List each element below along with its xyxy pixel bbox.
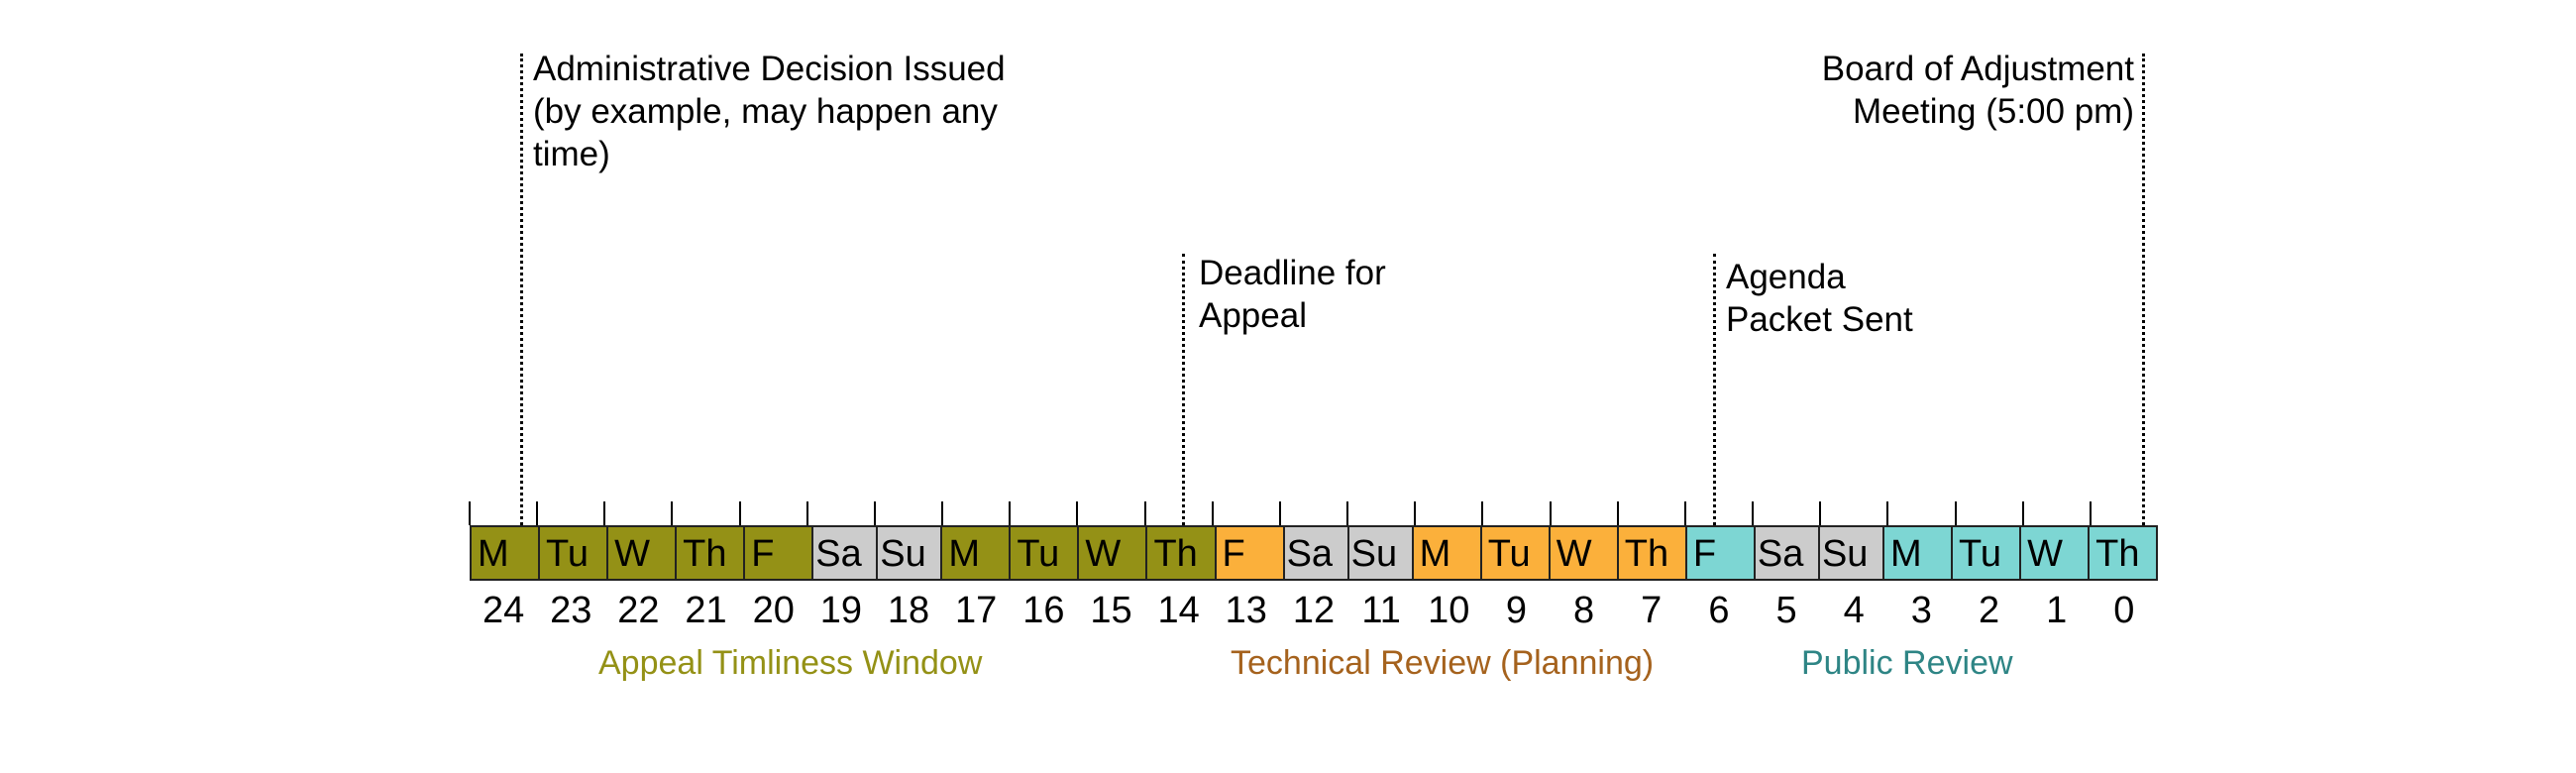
day-tick xyxy=(805,501,808,525)
day-cell: W xyxy=(606,527,676,579)
admin-decision-line-2: (by example, may happen any xyxy=(533,92,998,131)
day-tick xyxy=(1819,501,1822,525)
days-remaining-number: 20 xyxy=(752,590,795,631)
appeal-deadline-label: Deadline for Appeal xyxy=(1199,252,1386,337)
days-remaining-number: 16 xyxy=(1022,590,1065,631)
day-tick xyxy=(1549,501,1552,525)
admin-decision-line-1: Administrative Decision Issued xyxy=(533,50,1006,88)
days-remaining-number: 22 xyxy=(617,590,660,631)
appeal-window-label: Appeal Timliness Window xyxy=(598,644,983,682)
day-tick xyxy=(1414,501,1417,525)
days-remaining-number: 7 xyxy=(1641,590,1663,631)
days-remaining-number: 5 xyxy=(1775,590,1797,631)
days-remaining-number: 1 xyxy=(2046,590,2068,631)
day-cell: M xyxy=(1411,527,1480,579)
board-meeting-label: Board of Adjustment Meeting (5:00 pm) xyxy=(1822,48,2134,133)
day-tick xyxy=(671,501,674,525)
day-cell: Th xyxy=(1145,527,1215,579)
day-tick xyxy=(469,501,471,525)
day-tick xyxy=(1278,501,1281,525)
appeal-deadline-line-2: Appeal xyxy=(1199,296,1307,335)
day-tick xyxy=(1481,501,1484,525)
day-cell: F xyxy=(1214,527,1283,579)
days-remaining-number: 9 xyxy=(1505,590,1527,631)
agenda-packet-line-1: Agenda xyxy=(1726,258,1846,296)
day-tick xyxy=(1076,501,1079,525)
day-cell: M xyxy=(940,527,1010,579)
day-tick xyxy=(1346,501,1349,525)
days-remaining-number: 21 xyxy=(685,590,727,631)
agenda-packet-marker-line xyxy=(1713,254,1716,525)
day-cell: Sa xyxy=(811,527,877,579)
day-cell: Tu xyxy=(1479,527,1549,579)
day-tick xyxy=(941,501,944,525)
day-cell: M xyxy=(472,527,539,579)
board-meeting-line-1: Board of Adjustment xyxy=(1821,50,2134,88)
public-review-label: Public Review xyxy=(1801,644,2013,682)
day-cell: F xyxy=(1684,527,1754,579)
day-tick xyxy=(1886,501,1889,525)
technical-review-label: Technical Review (Planning) xyxy=(1231,644,1655,682)
days-remaining-number: 12 xyxy=(1292,590,1336,631)
day-cell: Tu xyxy=(1951,527,2020,579)
day-tick xyxy=(1683,501,1686,525)
day-cell: Tu xyxy=(538,527,607,579)
agenda-packet-label: Agenda Packet Sent xyxy=(1726,256,1913,341)
day-tick xyxy=(1211,501,1214,525)
board-meeting-line-2: Meeting (5:00 pm) xyxy=(1852,92,2134,131)
days-remaining-number: 3 xyxy=(1910,590,1932,631)
day-tick xyxy=(2089,501,2092,525)
day-tick xyxy=(1143,501,1146,525)
days-remaining-number: 11 xyxy=(1361,590,1401,631)
day-cell: Su xyxy=(1346,527,1412,579)
day-tick xyxy=(738,501,741,525)
day-cell: Th xyxy=(1616,527,1685,579)
day-cell: Su xyxy=(1817,527,1882,579)
agenda-packet-line-2: Packet Sent xyxy=(1726,300,1913,339)
days-remaining-number: 18 xyxy=(887,590,930,631)
day-cell: W xyxy=(1077,527,1146,579)
day-cell: W xyxy=(1548,527,1617,579)
days-remaining-number: 0 xyxy=(2113,590,2135,631)
admin-decision-line-3: time) xyxy=(533,135,610,173)
days-remaining-number: 24 xyxy=(482,590,525,631)
days-remaining-number: 23 xyxy=(550,590,592,631)
day-tick xyxy=(536,501,539,525)
days-remaining-number: 4 xyxy=(1843,590,1865,631)
days-remaining-number: 14 xyxy=(1157,590,1200,631)
day-cell: Th xyxy=(675,527,744,579)
day-tick xyxy=(1752,501,1755,525)
day-tick xyxy=(1009,501,1012,525)
days-remaining-number: 2 xyxy=(1978,590,2000,631)
day-tick xyxy=(603,501,606,525)
day-tick xyxy=(1954,501,1957,525)
days-remaining-number: 17 xyxy=(955,590,998,631)
day-tick xyxy=(873,501,876,525)
admin-decision-marker-line xyxy=(520,54,523,525)
day-cell: Tu xyxy=(1009,527,1078,579)
day-cell: Sa xyxy=(1282,527,1347,579)
day-cell: Th xyxy=(2088,527,2157,579)
day-tick xyxy=(2021,501,2024,525)
days-remaining-number: 6 xyxy=(1708,590,1730,631)
day-cell: W xyxy=(2019,527,2089,579)
appeal-deadline-line-1: Deadline for xyxy=(1199,254,1386,292)
days-remaining-number: 10 xyxy=(1428,590,1470,631)
board-meeting-marker-line xyxy=(2142,54,2145,525)
days-remaining-number: 15 xyxy=(1090,590,1132,631)
day-cell: Sa xyxy=(1753,527,1818,579)
day-cell: Su xyxy=(876,527,941,579)
admin-decision-label: Administrative Decision Issued (by examp… xyxy=(533,48,1006,175)
days-remaining-number: 13 xyxy=(1225,590,1267,631)
day-cell: M xyxy=(1881,527,1952,579)
days-remaining-number: 19 xyxy=(819,590,862,631)
day-cell: F xyxy=(743,527,812,579)
days-remaining-number: 8 xyxy=(1573,590,1595,631)
appeal-deadline-marker-line xyxy=(1182,254,1185,525)
day-tick xyxy=(1616,501,1619,525)
